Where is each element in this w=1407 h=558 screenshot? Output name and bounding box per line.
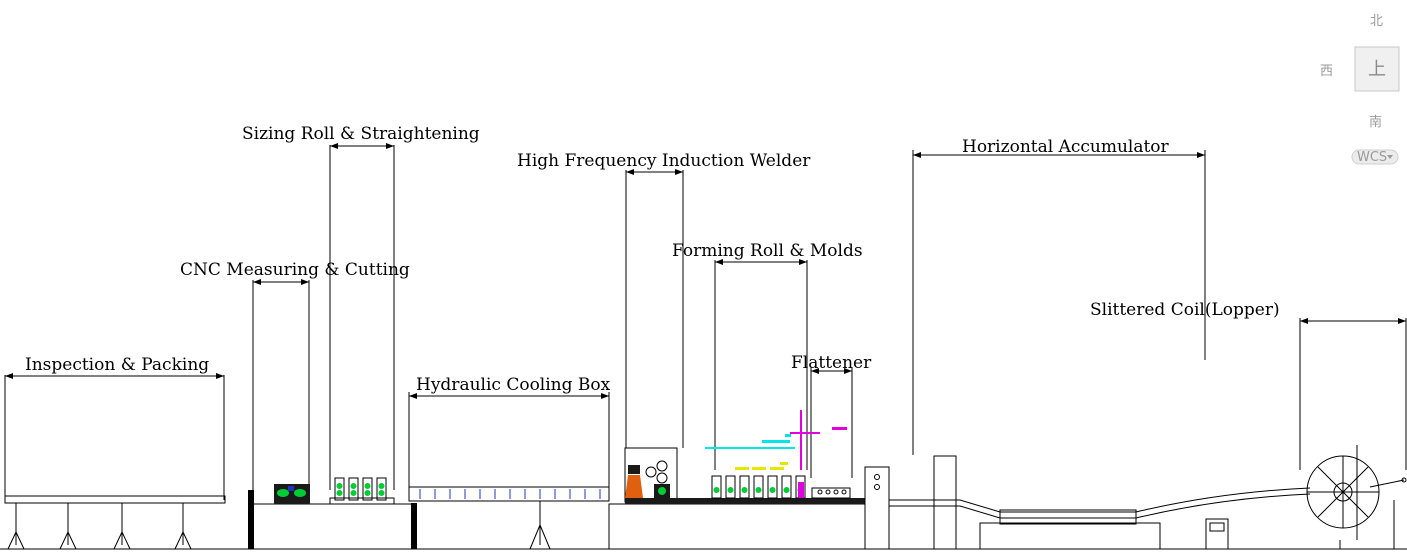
flattener-machine — [811, 487, 851, 499]
label-forming-roll: Forming Roll & Molds — [672, 241, 863, 261]
wcs-label: WCS — [1357, 150, 1387, 165]
forming-roll-stands — [705, 410, 847, 499]
sizing-roll-stands — [329, 477, 395, 505]
label-sizing-roll: Sizing Roll & Straightening — [242, 124, 480, 144]
label-hf-welder: High Frequency Induction Welder — [517, 151, 811, 171]
slittered-coil-uncoiler — [1306, 445, 1407, 549]
label-slittered-coil: Slittered Coil(Lopper) — [1090, 300, 1280, 320]
dimension-labels: Inspection & Packing CNC Measuring & Cut… — [25, 124, 1280, 395]
cnc-cutter-machine — [248, 484, 417, 549]
chevron-down-icon — [1387, 155, 1393, 159]
table-legs — [7, 503, 192, 550]
viewcube-south-label[interactable]: 南 — [1369, 114, 1382, 130]
viewcube-west-label[interactable]: 西 — [1320, 64, 1333, 79]
viewcube-north-label[interactable]: 北 — [1370, 14, 1383, 29]
inspection-table — [4, 495, 226, 550]
viewcube-top-label[interactable]: 上 — [1368, 59, 1386, 80]
label-flattener: Flattener — [791, 353, 872, 373]
label-horizontal-accumulator: Horizontal Accumulator — [962, 137, 1170, 157]
hf-welder-machine — [624, 447, 865, 504]
label-inspection-packing: Inspection & Packing — [25, 355, 209, 375]
viewcube-top-face[interactable]: 上 — [1354, 46, 1400, 92]
label-cnc-measuring-cutting: CNC Measuring & Cutting — [180, 260, 410, 280]
wcs-dropdown-button[interactable]: WCS — [1351, 149, 1399, 165]
label-hydraulic-cooling: Hydraulic Cooling Box — [416, 375, 611, 395]
viewcube-navigation[interactable]: 北 西 上 南 WCS — [1320, 14, 1400, 165]
accumulator-section — [864, 455, 1311, 550]
dimension-lines — [4, 143, 1407, 500]
